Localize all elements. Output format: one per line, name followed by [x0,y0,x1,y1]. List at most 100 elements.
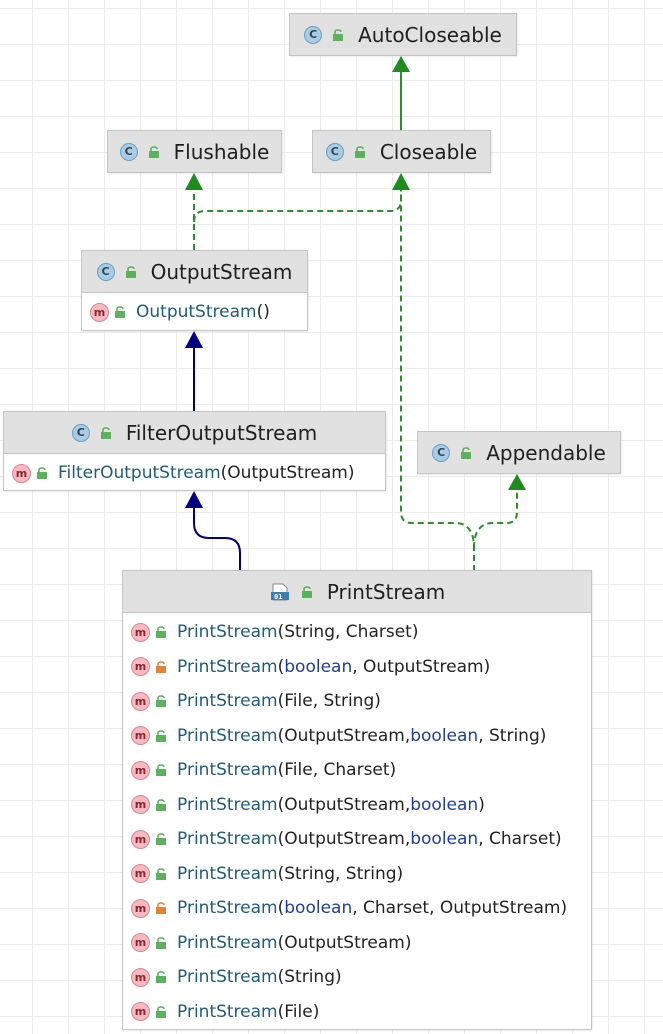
member-name: PrintStream [177,967,278,988]
public-lock-icon [155,936,167,949]
member-name: PrintStream [177,622,278,643]
edge-printstream-filteroutputstream [193,508,241,571]
node-filteroutputstream[interactable]: C FilterOutputStream m FilterOutputStrea… [3,411,386,491]
member-name: FilterOutputStream [58,463,221,484]
member-param-keyword: boolean [284,656,353,677]
member-params: (String) [277,967,342,988]
node-closeable[interactable]: C Closeable [312,130,491,173]
method-badge-icon: m [131,933,150,953]
member-param-keyword: boolean [410,829,479,850]
arrowhead-flushable [185,173,203,190]
member-name: PrintStream [177,656,278,677]
node-appendable[interactable]: C Appendable [417,431,621,474]
method-badge-icon: m [131,691,150,711]
member-name: PrintStream [177,932,278,953]
public-lock-icon [301,585,313,598]
java-file-icon: 01 [269,583,291,601]
method-badge-icon: m [131,795,150,815]
public-lock-icon [155,626,167,639]
method-badge-icon: m [131,1002,150,1022]
node-title: FilterOutputStream [125,420,318,445]
edge-outputstream-closeable [193,186,402,223]
member-name: PrintStream [177,829,278,850]
member-row[interactable]: m PrintStream(OutputStream, boolean) [123,788,591,823]
member-params: (String, Charset) [277,622,419,643]
member-params: (File, String) [277,691,381,712]
node-header: C Appendable [418,432,620,473]
member-row[interactable]: m PrintStream(String) [123,960,591,995]
node-header: 01 PrintStream [123,571,591,612]
public-lock-icon [155,1005,167,1018]
member-params: (File, Charset) [277,760,397,781]
node-header: C Flushable [108,131,281,172]
member-list: m OutputStream() [82,292,307,332]
member-list: m FilterOutputStream(OutputStream) [4,453,385,493]
node-outputstream[interactable]: C OutputStream m OutputStream() [81,250,308,331]
method-badge-icon: m [12,463,31,483]
node-title: AutoCloseable [358,22,502,47]
node-header: C FilterOutputStream [4,412,385,453]
node-title: OutputStream [150,259,293,284]
class-badge-icon: C [71,423,90,442]
node-title: Flushable [173,139,270,164]
node-title: Closeable [379,139,478,164]
member-params: ) [478,794,485,815]
member-name: PrintStream [177,863,278,884]
member-row[interactable]: m FilterOutputStream(OutputStream) [4,456,385,491]
member-params: (String, String) [277,863,404,884]
interface-badge-icon: C [432,443,451,462]
member-params: (OutputStream, [277,829,411,850]
public-lock-icon [114,306,126,319]
member-params: ( [277,898,285,919]
node-header: C AutoCloseable [290,14,516,55]
interface-badge-icon: C [304,25,323,44]
public-lock-icon [332,28,344,41]
member-params: , Charset, OutputStream) [352,898,568,919]
node-title: PrintStream [326,579,446,604]
member-params: () [256,302,270,323]
node-autocloseable[interactable]: C AutoCloseable [289,13,517,56]
member-param-keyword: boolean [410,794,479,815]
public-lock-icon [148,145,160,158]
public-lock-icon [155,971,167,984]
private-lock-icon [155,660,167,673]
public-lock-icon [155,729,167,742]
node-flushable[interactable]: C Flushable [107,130,282,173]
interface-badge-icon: C [325,142,344,161]
member-params: (OutputStream, [277,794,411,815]
public-lock-icon [155,867,167,880]
member-row[interactable]: m PrintStream(File, String) [123,684,591,719]
public-lock-icon [155,833,167,846]
arrowhead-filteroutputstream [185,491,203,508]
member-row[interactable]: m OutputStream() [82,295,307,330]
member-name: PrintStream [177,794,278,815]
method-badge-icon: m [131,657,150,677]
public-lock-icon [354,145,366,158]
member-row[interactable]: m PrintStream(File) [123,995,591,1030]
member-param-keyword: boolean [284,898,353,919]
member-params: , String) [478,725,547,746]
public-lock-icon [155,798,167,811]
member-name: PrintStream [177,1001,278,1022]
member-params: , Charset) [478,829,562,850]
method-badge-icon: m [90,302,109,322]
member-name: PrintStream [177,725,278,746]
node-title: Appendable [486,440,606,465]
arrowhead-autocloseable [392,56,410,72]
member-params: (OutputStream) [220,463,355,484]
member-params: (File) [277,1001,320,1022]
arrowhead-outputstream [185,331,203,348]
class-badge-icon: C [96,262,115,281]
public-lock-icon [100,426,112,439]
member-name: PrintStream [177,691,278,712]
method-badge-icon: m [131,967,150,987]
